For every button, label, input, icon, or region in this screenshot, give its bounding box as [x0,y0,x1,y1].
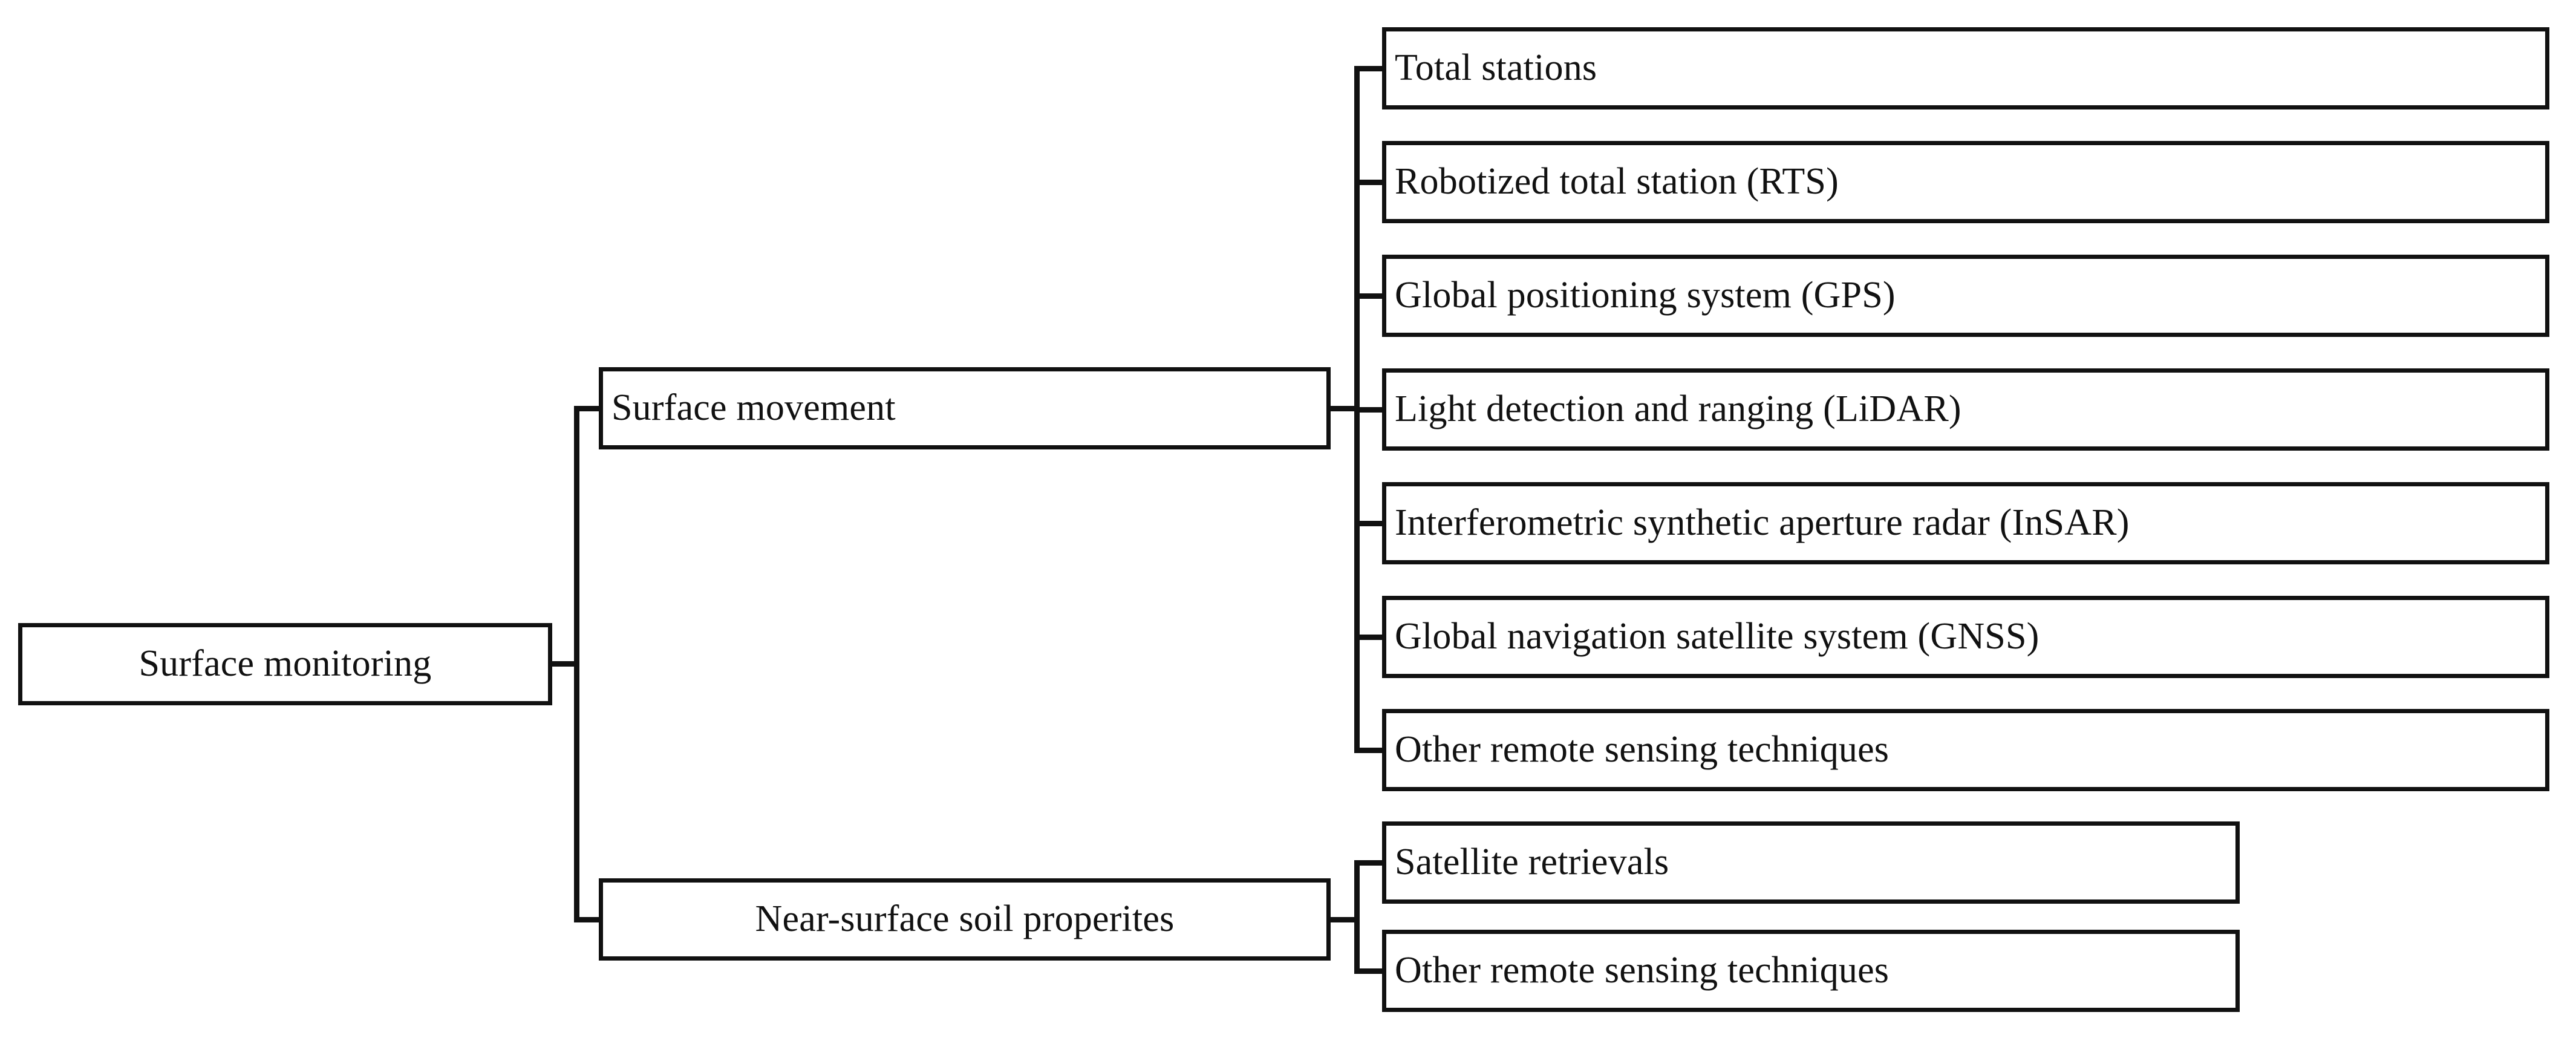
connector-branch-1-out [1328,406,1358,411]
node-leaf-1-1[interactable]: Total stations [1382,27,2549,109]
node-leaf-1-7[interactable]: Other remote sensing techniques [1382,709,2549,791]
node-root[interactable]: Surface monitoring [18,623,552,705]
connector-root-stub [552,661,579,667]
node-leaf-1-2-label: Robotized total station (RTS) [1395,161,1839,203]
node-leaf-1-3-label: Global positioning system (GPS) [1395,275,1896,316]
node-leaf-1-5[interactable]: Interferometric synthetic aperture radar… [1382,482,2549,564]
node-branch-1[interactable]: Surface movement [599,367,1331,449]
node-branch-2-label: Near-surface soil properites [755,898,1175,940]
connector-leaf-stub [1354,293,1384,299]
connector-leaf-stub [1354,521,1384,526]
connector-leaf-stub [1354,66,1384,71]
connector-leaf-stub [1354,968,1384,974]
node-leaf-2-2[interactable]: Other remote sensing techniques [1382,930,2240,1012]
connector-leaf-stub [1354,860,1384,866]
connector-leaf-stub [1354,180,1384,185]
node-root-label: Surface monitoring [139,643,432,685]
connector-branch-2-stub [574,917,601,922]
connector-root-trunk [574,406,579,922]
connector-leaf-stub [1354,407,1384,413]
node-leaf-1-6[interactable]: Global navigation satellite system (GNSS… [1382,596,2549,678]
node-leaf-1-4[interactable]: Light detection and ranging (LiDAR) [1382,368,2549,451]
connector-leaf-trunk-2 [1354,860,1360,971]
connector-branch-1-stub [574,406,601,411]
node-leaf-1-5-label: Interferometric synthetic aperture radar… [1395,502,2130,544]
connector-branch-2-out [1328,917,1358,922]
node-branch-1-label: Surface movement [611,387,896,429]
connector-leaf-stub [1354,635,1384,640]
node-leaf-1-1-label: Total stations [1395,47,1597,89]
node-leaf-1-3[interactable]: Global positioning system (GPS) [1382,255,2549,337]
node-leaf-1-4-label: Light detection and ranging (LiDAR) [1395,388,1961,430]
connector-leaf-stub [1354,748,1384,753]
node-branch-2[interactable]: Near-surface soil properites [599,878,1331,961]
node-leaf-2-1[interactable]: Satellite retrievals [1382,821,2240,904]
node-leaf-2-2-label: Other remote sensing techniques [1395,950,1890,991]
node-leaf-1-2[interactable]: Robotized total station (RTS) [1382,141,2549,223]
node-leaf-1-7-label: Other remote sensing techniques [1395,729,1890,771]
node-leaf-2-1-label: Satellite retrievals [1395,841,1669,883]
node-leaf-1-6-label: Global navigation satellite system (GNSS… [1395,616,2040,658]
